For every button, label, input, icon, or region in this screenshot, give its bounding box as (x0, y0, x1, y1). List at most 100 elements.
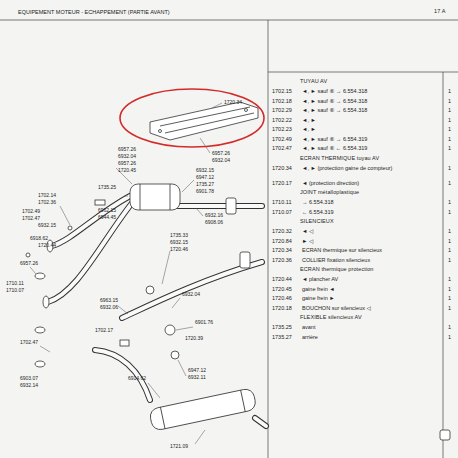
table-description: ◄, ► sauf ⑥ ← 6.554.319 (302, 145, 440, 151)
table-description: ◄, ► sauf ⑥ → 6.554.318 (302, 98, 440, 104)
table-description: COLLIER fixation silencieux (302, 257, 440, 263)
page-number: 17 A (434, 8, 445, 14)
callout-number: 6932.15 (38, 223, 56, 229)
table-description: ◄, ► (302, 117, 440, 123)
callout-number: 6932.16 (205, 213, 223, 219)
callout-number: 1710.11 (6, 281, 24, 287)
table-cell: 1 (448, 199, 451, 205)
callout-number: 1720.46 (170, 247, 188, 253)
callout-number: 1702.47 (22, 216, 40, 222)
table-cell: 1720.17 (272, 180, 292, 186)
table-description: ◄, ► (302, 126, 440, 132)
callout-number: 6932.14 (20, 383, 38, 389)
table-description: ◄, ► sauf ⑥ → 6.554.319 (302, 136, 440, 142)
callout-number: 6918.62 (30, 236, 48, 242)
table-description: ◄ (protection direction) (302, 180, 440, 186)
callout-number: 6908.06 (205, 220, 223, 226)
callout-number: 6901.76 (195, 320, 213, 326)
callout-number: 6932.15 (170, 240, 188, 246)
table-cell: 1702.18 (272, 98, 292, 104)
table-cell: 1 (448, 247, 451, 253)
table-cell: 1710.07 (272, 209, 292, 215)
callout-number: 6957.26 (118, 147, 136, 153)
callout-number: 1702.36 (38, 200, 56, 206)
callout-number: 1721.09 (170, 444, 188, 450)
table-heading: FLEXIBLE silencieux AV (300, 314, 362, 320)
callout-number: 1702.49 (22, 209, 40, 215)
table-cell: 1720.44 (272, 276, 292, 282)
callout-number: 6932.15 (196, 168, 214, 174)
flanges-clamps (26, 198, 450, 440)
callout-number: 6932.04 (182, 292, 200, 298)
table-heading: TUYAU AV (300, 78, 327, 84)
callout-number: 1720.44 (38, 243, 56, 249)
table-cell: 1 (448, 117, 451, 123)
table-cell: 1702.23 (272, 126, 292, 132)
callout-number: 6903.07 (20, 376, 38, 382)
callout-number: 1720.39 (185, 336, 203, 342)
table-cell: 1720.18 (272, 305, 292, 311)
callout-number: 6957.26 (20, 261, 38, 267)
table-cell: 1720.32 (272, 228, 292, 234)
table-cell: 1 (448, 305, 451, 311)
table-cell: 1 (448, 276, 451, 282)
table-description: ◄, ► sauf ⑥ → 6.554.318 (302, 88, 440, 94)
table-cell: 1 (448, 98, 451, 104)
table-description: avant (302, 324, 440, 330)
table-cell: 1 (448, 286, 451, 292)
table-description: ◄, ► (protection gaine de compteur) (302, 165, 440, 171)
table-cell: 1 (448, 107, 451, 113)
table-cell: 1720.34 (272, 247, 292, 253)
table-cell: 1 (448, 209, 451, 215)
callout-number: 6957.26 (118, 161, 136, 167)
frame-lines (0, 20, 458, 458)
callout-number: 6947.12 (188, 368, 206, 374)
table-cell: 1735.27 (272, 334, 292, 340)
callout-number: 6901.78 (196, 189, 214, 195)
callout-number: 1720.45 (118, 168, 136, 174)
callout-number: 6963.15 (100, 298, 118, 304)
table-description: → 6.554.318 (302, 199, 440, 205)
table-cell: 1702.22 (272, 117, 292, 123)
table-description: gaine frein ► (302, 295, 440, 301)
callout-number: 1735.25 (98, 185, 116, 191)
callout-number: 1735.33 (170, 233, 188, 239)
table-cell: 1 (448, 228, 451, 234)
heat-shield (150, 102, 258, 140)
table-description: BOUCHON sur silencieux ◁ (302, 305, 440, 311)
table-cell: 1720.36 (272, 257, 292, 263)
page-title: EQUIPEMENT MOTEUR - ECHAPPEMENT (PARTIE … (18, 9, 170, 15)
leader-lines (30, 103, 222, 444)
table-cell: 1 (448, 334, 451, 340)
table-cell: 1 (448, 136, 451, 142)
table-description: gaine frein ◄ (302, 286, 440, 292)
callout-number: 6962.15 (98, 208, 116, 214)
table-heading: JOINT métalloplastique (300, 189, 359, 195)
table-description: ECRAN thermique sur silencieux (302, 247, 440, 253)
callout-number: 1702.14 (38, 193, 56, 199)
callout-number: 1720.34 (224, 100, 242, 106)
callout-number: 6932.11 (188, 375, 206, 381)
table-cell: 1710.11 (272, 199, 291, 205)
table-cell: 1 (448, 145, 451, 151)
table-heading: ECRAN thermique protection (300, 266, 374, 272)
callout-number: 6957.26 (212, 151, 230, 157)
table-cell: 1 (448, 126, 451, 132)
callout-number: 6947.12 (196, 175, 214, 181)
table-description: ◄ ◁ (302, 228, 440, 234)
callout-number: 6932.06 (100, 305, 118, 311)
callout-number: 1735.27 (196, 182, 214, 188)
table-cell: 1720.34 (272, 165, 292, 171)
table-cell: 1720.45 (272, 286, 292, 292)
table-cell: 1 (448, 88, 451, 94)
table-cell: 1 (448, 257, 451, 263)
highlight-ellipse (120, 89, 264, 147)
front-silencer (130, 184, 180, 210)
table-cell: 1 (448, 165, 451, 171)
table-description: ◄ plancher AV (302, 276, 440, 282)
table-cell: 1 (448, 295, 451, 301)
table-cell: 1 (448, 238, 451, 244)
callout-number: 1702.47 (20, 340, 38, 346)
callout-number: 1702.17 (95, 328, 113, 334)
